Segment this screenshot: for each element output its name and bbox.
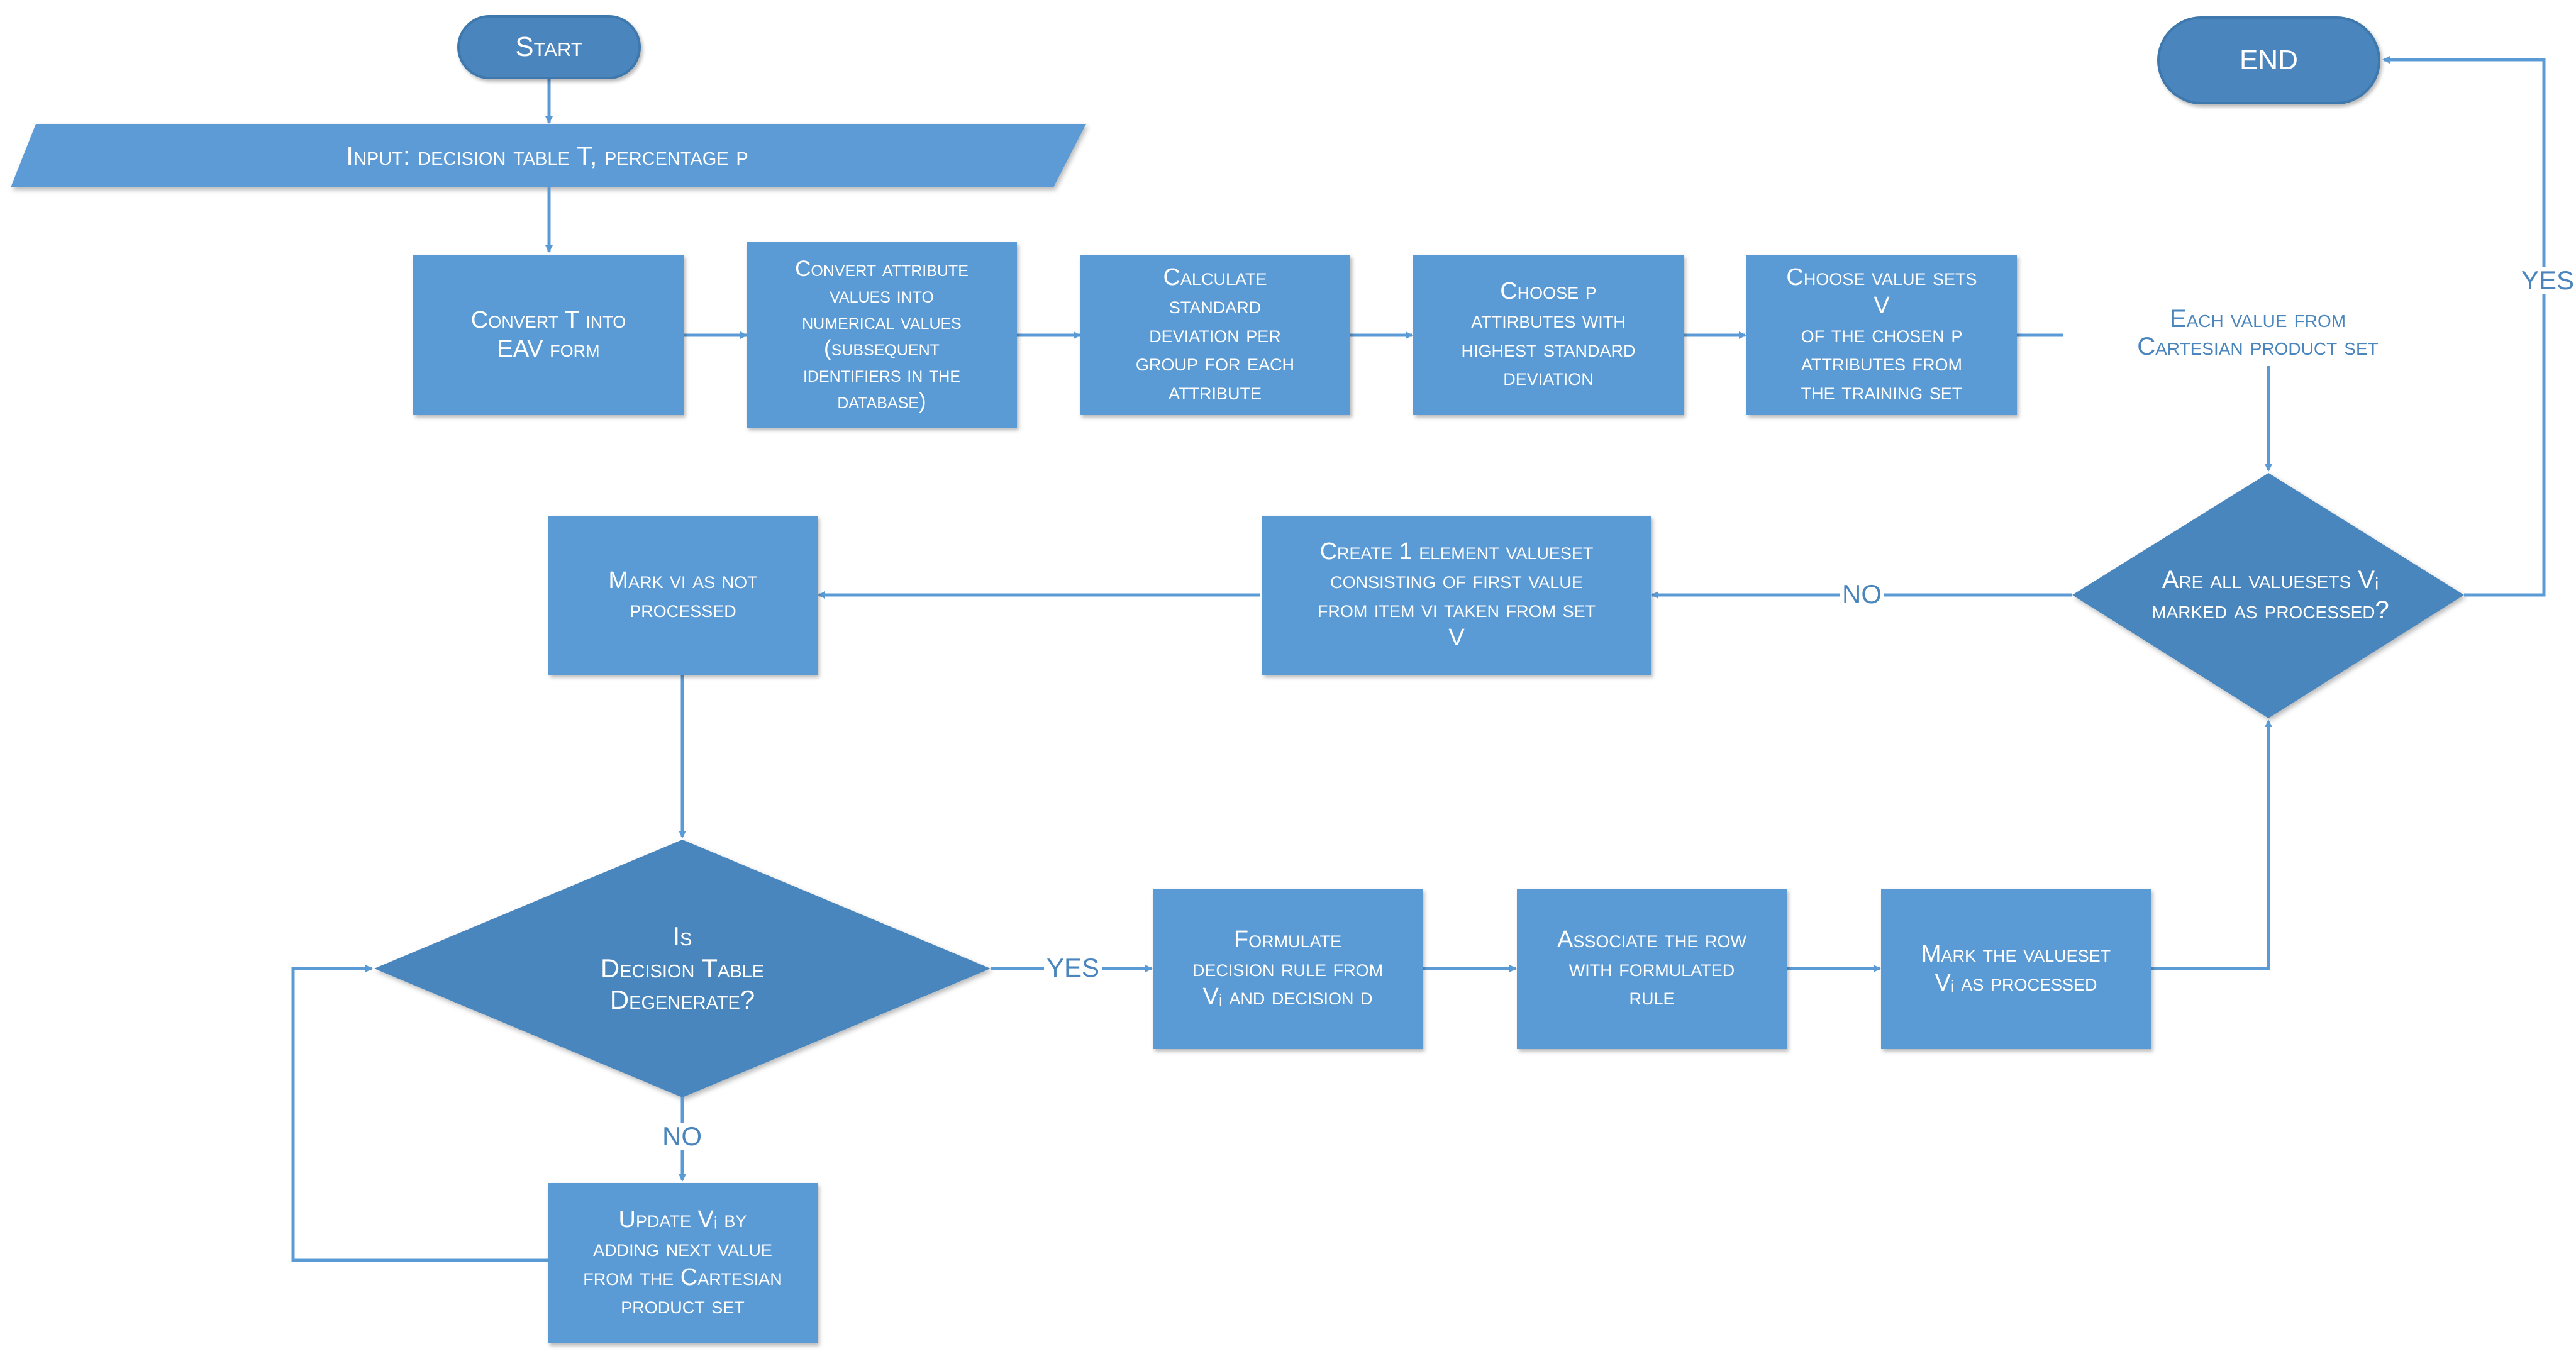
end-terminal: END (2157, 16, 2380, 104)
all-processed-text: Are all valuesets Vᵢ marked as processed… (2151, 566, 2389, 624)
start-terminal: Start (457, 15, 641, 79)
connector-yes-end (2382, 56, 2546, 597)
choose-p-box: Choose p attirbutes with highest standar… (1413, 255, 1684, 415)
all-processed-diamond (2072, 473, 2464, 718)
calc-std-box: Calculate standard deviation per group f… (1080, 255, 1350, 415)
associate-row-box: Associate the row with formulated rule (1517, 889, 1787, 1049)
convert-eav-box: Convert T into EAV form (413, 255, 684, 415)
each-value-label: Each value from Cartesian product set (2137, 305, 2379, 360)
update-vi-box: Update Vᵢ by adding next value from the … (548, 1183, 818, 1343)
convert-numeric-box: Convert attribute values into numerical … (747, 242, 1017, 428)
formulate-rule-box: Formulate decision rule from Vᵢ and deci… (1153, 889, 1423, 1049)
input-parallelogram (11, 124, 1086, 187)
mark-processed-box: Mark the valueset Vᵢ as processed (1881, 889, 2151, 1049)
mark-not-processed-box: Mark vi as not processed (548, 516, 818, 675)
degenerate-text: Is Decision Table Degenerate? (600, 921, 765, 1015)
choose-sets-box: Choose value sets V of the chosen p attr… (1746, 255, 2017, 415)
no-label-create: NO (1840, 581, 1884, 608)
connector-markproc-diamond (2151, 719, 2272, 970)
yes-label-end: YES (2519, 267, 2576, 294)
no-label-update: NO (660, 1123, 704, 1150)
create-valueset-box: Create 1 element valueset consisting of … (1262, 516, 1651, 675)
yes-label-formulate: YES (1044, 955, 1102, 981)
input-label: Input: decision table T, percentage p (346, 140, 748, 170)
degenerate-diamond (374, 840, 991, 1097)
connector-update-loop (291, 965, 548, 1262)
